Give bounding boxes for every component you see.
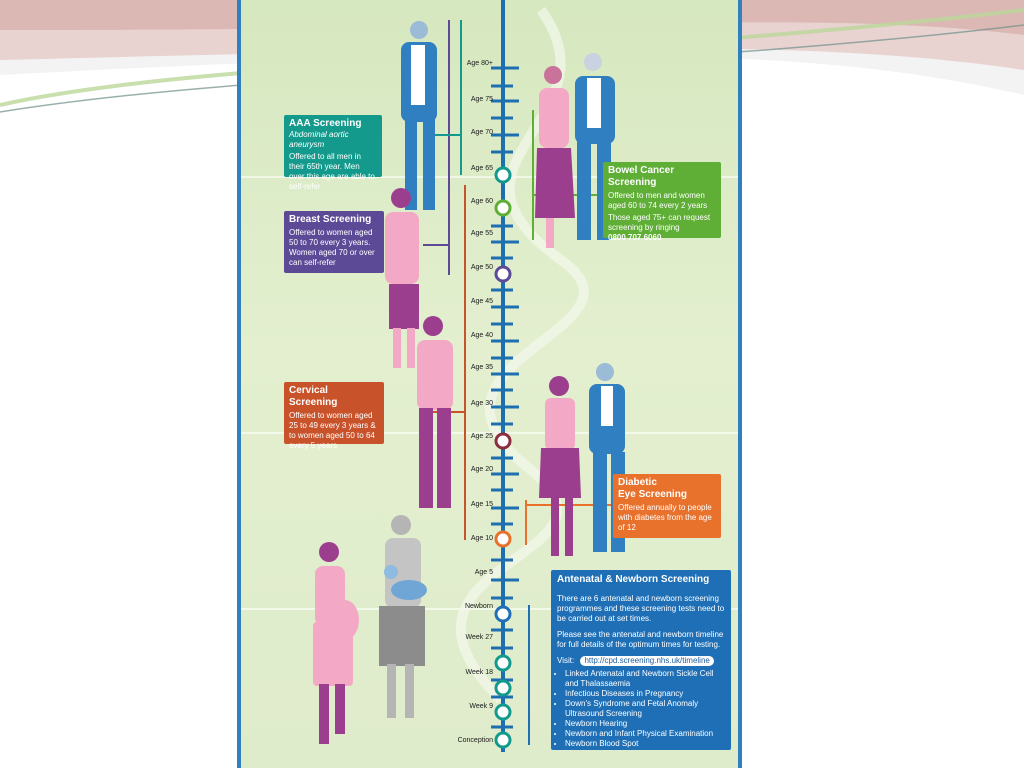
age-label: Age 15 bbox=[470, 501, 493, 508]
age-label: Age 60 bbox=[470, 198, 493, 205]
age-label: Age 75 bbox=[470, 96, 493, 103]
bowel-title: Bowel Cancer Screening bbox=[608, 165, 675, 188]
breast-text: Offered to women aged 50 to 70 every 3 y… bbox=[289, 228, 375, 267]
age-label: Age 45 bbox=[470, 298, 493, 305]
age-label: Week 27 bbox=[465, 634, 494, 641]
aaa-title: AAA Screening bbox=[289, 118, 362, 129]
antenatal-programme-item: Newborn and Infant Physical Examination bbox=[565, 729, 725, 739]
antenatal-programme-item: Newborn Hearing bbox=[565, 719, 725, 729]
screening-timeline-poster: Age 80+ Age 75 Age 70 Age 65 Age 60 Age 55 Age… bbox=[237, 0, 742, 768]
antenatal-programme-item: Infectious Diseases in Pregnancy bbox=[565, 689, 725, 699]
timeline-url-link[interactable]: http://cpd.screening.nhs.uk/timeline bbox=[580, 656, 714, 666]
antenatal-visit-label: Visit: bbox=[557, 656, 575, 665]
breast-title: Breast Screening bbox=[289, 214, 372, 225]
diabetic-eye-screening-box: Diabetic Eye Screening Offered annually … bbox=[613, 474, 721, 538]
antenatal-programme-list: Linked Antenatal and Newborn Sickle Cell… bbox=[557, 669, 725, 749]
age-label: Age 55 bbox=[470, 230, 493, 237]
bowel-screening-box: Bowel Cancer Screening Offered to men an… bbox=[603, 162, 721, 242]
aaa-subtitle: Abdominal aortic aneurysm bbox=[289, 130, 349, 149]
age-label: Age 40 bbox=[470, 332, 493, 339]
diabetic-title-line2: Eye Screening bbox=[618, 489, 687, 500]
age-label: Week 18 bbox=[465, 669, 494, 676]
antenatal-text2: Please see the antenatal and newborn tim… bbox=[557, 630, 724, 649]
age-label: Age 70 bbox=[470, 129, 493, 136]
antenatal-title: Antenatal & Newborn Screening bbox=[557, 574, 710, 585]
age-label: Age 50 bbox=[470, 264, 493, 271]
antenatal-programme-item: Linked Antenatal and Newborn Sickle Cell… bbox=[565, 669, 725, 689]
aaa-text: Offered to all men in their 65th year. M… bbox=[289, 152, 375, 191]
age-label: Age 20 bbox=[470, 466, 493, 473]
antenatal-programme-item: Newborn Blood Spot bbox=[565, 739, 725, 749]
age-label: Week 9 bbox=[469, 703, 493, 710]
bowel-phone: 0800 707 6060 bbox=[608, 233, 662, 242]
diabetic-text: Offered annually to people with diabetes… bbox=[618, 503, 712, 532]
cervical-screening-box: Cervical Screening Offered to women aged… bbox=[284, 382, 384, 450]
bowel-text2: Those aged 75+ can request screening by … bbox=[608, 213, 711, 232]
antenatal-newborn-screening-box: Antenatal & Newborn Screening There are … bbox=[551, 570, 731, 750]
age-label: Age 25 bbox=[470, 433, 493, 440]
age-label: Age 5 bbox=[474, 569, 493, 576]
age-label: Age 30 bbox=[470, 400, 493, 407]
breast-screening-box: Breast Screening Offered to women aged 5… bbox=[284, 211, 384, 273]
age-label: Age 35 bbox=[470, 364, 493, 371]
age-label: Age 10 bbox=[470, 535, 493, 542]
age-label: Conception bbox=[457, 737, 493, 744]
bowel-text1: Offered to men and women aged 60 to 74 e… bbox=[608, 191, 708, 210]
timeline-figures bbox=[313, 0, 625, 752]
antenatal-text1: There are 6 antenatal and newborn screen… bbox=[557, 594, 725, 623]
age-label: Age 80+ bbox=[466, 60, 493, 67]
aaa-screening-box: AAA Screening Abdominal aortic aneurysm … bbox=[284, 115, 382, 191]
age-label: Age 65 bbox=[470, 165, 493, 172]
cervical-title: Cervical Screening bbox=[289, 385, 338, 408]
cervical-text: Offered to women aged 25 to 49 every 3 y… bbox=[289, 411, 376, 450]
diabetic-title-line1: Diabetic bbox=[618, 477, 657, 488]
age-label: Newborn bbox=[464, 603, 493, 610]
antenatal-programme-item: Down's Syndrome and Fetal Anomaly Ultras… bbox=[565, 699, 725, 719]
